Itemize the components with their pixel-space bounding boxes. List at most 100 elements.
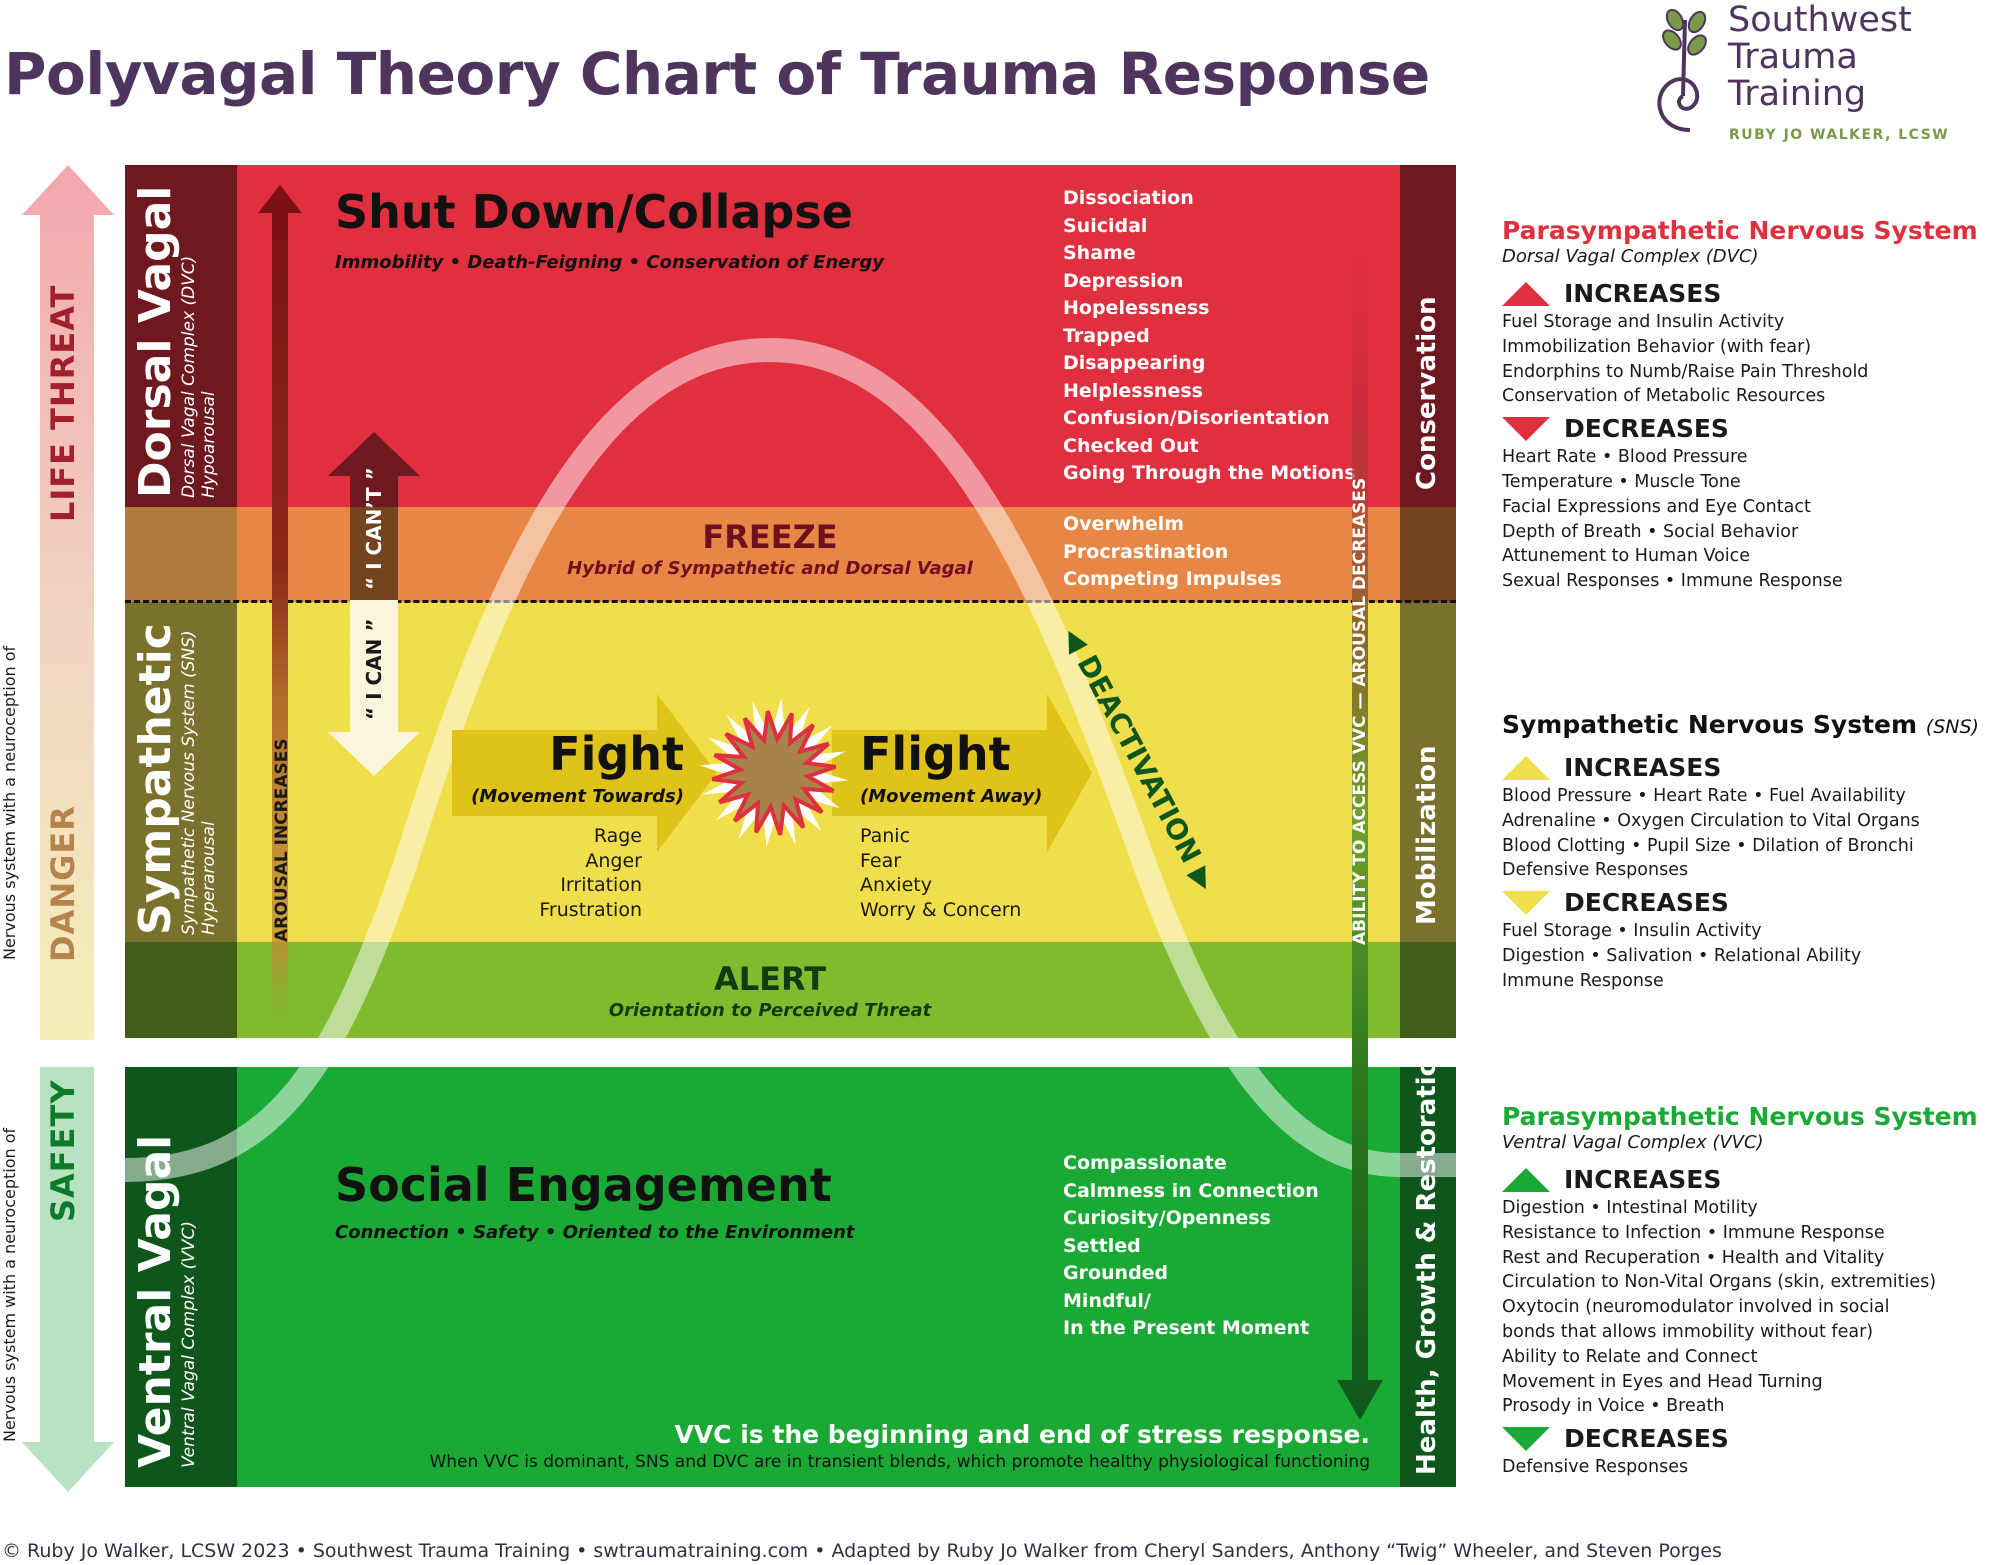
decreases-label: DECREASES (1564, 1424, 1729, 1454)
legend-item: Digestion • Salivation • Relational Abil… (1502, 945, 1862, 966)
legend-item: Attunement to Human Voice (1502, 546, 1751, 567)
legend-item: Adrenaline • Oxygen Circulation to Vital… (1502, 810, 1920, 831)
legend-item: Facial Expressions and Eye Contact (1502, 496, 1811, 517)
legend-item: Rest and Recuperation • Health and Vital… (1502, 1247, 1885, 1268)
legend-title: Parasympathetic Nervous System (1502, 216, 2000, 246)
legend-item: Digestion • Intestinal Motility (1502, 1198, 1758, 1218)
quality-item: Compassionate (1063, 1152, 1227, 1174)
legend-item: Conservation of Metabolic Resources (1502, 386, 1826, 407)
legend-item: Immune Response (1502, 970, 1664, 991)
vvc-note: When VVC is dominant, SNS and DVC are in… (429, 1452, 1370, 1472)
flight-emotions-list: Panic Fear Anxiety Worry & Concern (860, 824, 1021, 922)
symptom-item: Going Through the Motions (1063, 462, 1356, 484)
conservation-panel (1400, 165, 1456, 507)
decreases-label: DECREASES (1564, 888, 1729, 918)
logo-name: Southwest Trauma Training (1728, 2, 1912, 113)
legend-vvc: Parasympathetic Nervous System Ventral V… (1502, 1102, 2000, 1480)
triangle-down-icon (1502, 1427, 1550, 1452)
safety-label: SAFETY (44, 1079, 82, 1222)
logo-line: Training (1728, 74, 1867, 114)
dorsal-label-panel (125, 165, 237, 507)
symptom-item: Shame (1063, 242, 1136, 264)
shutdown-subtitle: Immobility • Death-Feigning • Conservati… (335, 252, 884, 273)
emotion-item: Worry & Concern (860, 898, 1022, 921)
increases-list: Fuel Storage and Insulin Activity Immobi… (1502, 310, 2000, 409)
legend-subtitle: Ventral Vagal Complex (VVC) (1502, 1132, 1764, 1153)
symptom-item: Disappearing (1063, 352, 1206, 374)
freeze-subtitle: Hybrid of Sympathetic and Dorsal Vagal (567, 558, 973, 579)
legend-item: Sexual Responses • Immune Response (1502, 571, 1843, 592)
social-engagement-qualities-list: Compassionate Calmness in Connection Cur… (1063, 1150, 1319, 1343)
quality-item: Settled (1063, 1234, 1141, 1257)
neuroception-safety-label: Nervous system with a neuroception of (0, 1127, 19, 1442)
legend-item: Blood Pressure • Heart Rate • Fuel Avail… (1502, 786, 1906, 806)
mobilization-alert-panel (1400, 942, 1456, 1038)
decreases-heading: DECREASES (1502, 887, 2000, 919)
quality-item: Calmness in Connection (1063, 1179, 1319, 1202)
mobilization-label: Mobilization (1412, 745, 1442, 925)
emotion-item: Rage (593, 825, 642, 847)
legend-item: Fuel Storage • Insulin Activity (1502, 921, 1762, 942)
legend-item: Prosody in Voice • Breath (1502, 1396, 1725, 1417)
legend-item: Depth of Breath • Social Behavior (1502, 521, 1799, 542)
legend-item: Defensive Responses (1502, 860, 1689, 881)
flight-title: Flight (860, 727, 1011, 781)
shutdown-band (237, 165, 1400, 507)
ventral-label-panel (125, 1067, 237, 1487)
fight-subtitle: (Movement Towards) (471, 786, 684, 807)
freeze-label-panel (125, 507, 237, 602)
freeze-title: FREEZE (702, 518, 838, 556)
legend-item: Defensive Responses (1502, 1457, 1689, 1478)
legend-item: Heart Rate • Blood Pressure (1502, 447, 1748, 468)
starburst-icon (699, 698, 849, 848)
arousal-curve (125, 337, 1456, 1182)
symptom-item: Hopelessness (1063, 297, 1210, 319)
triangle-down-icon (1502, 417, 1550, 442)
symptom-item: Dissociation (1063, 187, 1194, 209)
symptom-item: Procrastination (1063, 540, 1229, 563)
flight-arrow-icon (832, 694, 1092, 852)
legend-item: Immobilization Behavior (with fear) (1502, 336, 1812, 357)
i-cant-i-can-arrow-icon (328, 432, 420, 776)
legend-item: Circulation to Non-Vital Organs (skin, e… (1502, 1272, 1937, 1293)
freeze-symptoms-list: Overwhelm Procrastination Competing Impu… (1063, 511, 1282, 594)
triangle-up-icon (1502, 282, 1550, 306)
legend-item: Oxytocin (neuromodulator involved in soc… (1502, 1297, 1890, 1318)
quality-item: Curiosity/Openness (1063, 1207, 1271, 1229)
health-growth-restoration-label: Health, Growth & Restoration (1412, 1040, 1442, 1475)
emotion-item: Irritation (560, 874, 642, 896)
vvc-access-arrow-icon (1337, 230, 1383, 1420)
life-threat-label: LIFE THREAT (44, 284, 82, 522)
increases-heading: INCREASES (1502, 278, 2000, 310)
fight-emotions-list: Rage Anger Irritation Frustration (452, 824, 642, 922)
decreases-list: Defensive Responses (1502, 1455, 2000, 1480)
fight-arrow-icon (452, 694, 717, 852)
legend-item: Temperature • Muscle Tone (1502, 471, 1741, 492)
sympathetic-label-panel (125, 602, 237, 942)
symptom-item: Suicidal (1063, 214, 1148, 237)
danger-label: DANGER (44, 805, 82, 962)
vvc-access-label: ABILITY TO ACCESS VVC — AROUSAL DECREASE… (1350, 477, 1370, 945)
emotion-item: Anger (585, 849, 642, 872)
legend-item: Resistance to Infection • Immune Respons… (1502, 1222, 1885, 1243)
legend-subtitle: Dorsal Vagal Complex (DVC) (1502, 246, 1759, 267)
symptom-item: Helplessness (1063, 379, 1203, 402)
health-panel (1400, 1067, 1456, 1487)
legend-title-text: Sympathetic Nervous System (1502, 710, 1918, 739)
sprouting-spiral-icon (1657, 8, 1707, 132)
logo-line: Trauma (1728, 37, 1858, 77)
legend-item: Fuel Storage and Insulin Activity (1502, 312, 1785, 332)
shutdown-symptoms-list: Dissociation Suicidal Shame Depression H… (1063, 185, 1356, 488)
symptom-item: Competing Impulses (1063, 568, 1282, 590)
increases-list: Blood Pressure • Heart Rate • Fuel Avail… (1502, 784, 2000, 883)
quality-item: In the Present Moment (1063, 1317, 1310, 1339)
decreases-heading: DECREASES (1502, 1423, 2000, 1455)
symptom-item: Checked Out (1063, 434, 1199, 457)
legend-item: Blood Clotting • Pupil Size • Dilation o… (1502, 835, 1914, 856)
alert-title: ALERT (713, 960, 827, 998)
emotion-item: Frustration (539, 898, 642, 921)
legend-title: Sympathetic Nervous System (SNS) (1502, 710, 2000, 742)
alert-subtitle: Orientation to Perceived Threat (608, 1000, 932, 1021)
safety-arrow-down-icon (22, 1067, 114, 1492)
decreases-list: Heart Rate • Blood Pressure Temperature … (1502, 445, 2000, 594)
